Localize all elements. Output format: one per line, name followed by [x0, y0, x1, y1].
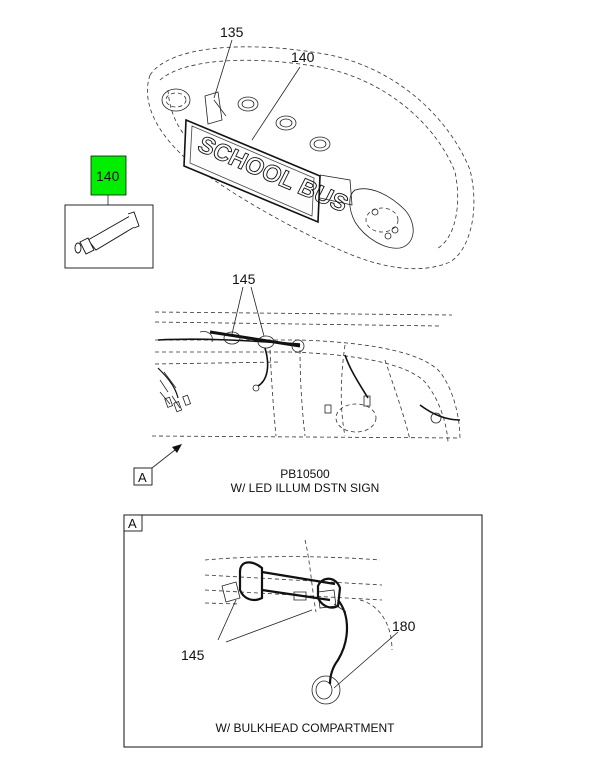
- harness-view-drawing: [151, 311, 461, 443]
- leader-145-detail-b: [225, 609, 313, 643]
- leader-145-detail-a: [217, 599, 237, 641]
- view-ref-a-detail: A: [128, 516, 137, 531]
- callout-145-top: 145: [232, 271, 256, 287]
- leader-135: [213, 39, 233, 99]
- view-ref-a-main: A: [138, 470, 147, 485]
- part-140-box: 140: [64, 155, 154, 269]
- callout-180: 180: [392, 618, 416, 634]
- leader-145-a: [231, 286, 244, 335]
- callout-135: 135: [220, 24, 244, 40]
- detail-a-frame: A: [123, 514, 483, 748]
- caption-detail: W/ BULKHEAD COMPARTMENT: [216, 721, 396, 735]
- tube-icon: [74, 211, 140, 255]
- view-arrow-a: A: [133, 444, 182, 486]
- leader-140-top: [251, 66, 301, 141]
- detail-a-drawing: [204, 539, 393, 705]
- caption-option: W/ LED ILLUM DSTN SIGN: [231, 481, 380, 495]
- caption-model: PB10500: [280, 467, 330, 481]
- highlight-tag: [90, 155, 127, 196]
- leader-145-b: [250, 286, 265, 337]
- leader-180: [333, 631, 399, 689]
- callout-145-detail: 145: [181, 647, 205, 663]
- callout-140-box: 140: [96, 168, 120, 184]
- school-bus-sign: SCHOOL BUS: [183, 118, 353, 224]
- callout-140-top: 140: [291, 49, 315, 65]
